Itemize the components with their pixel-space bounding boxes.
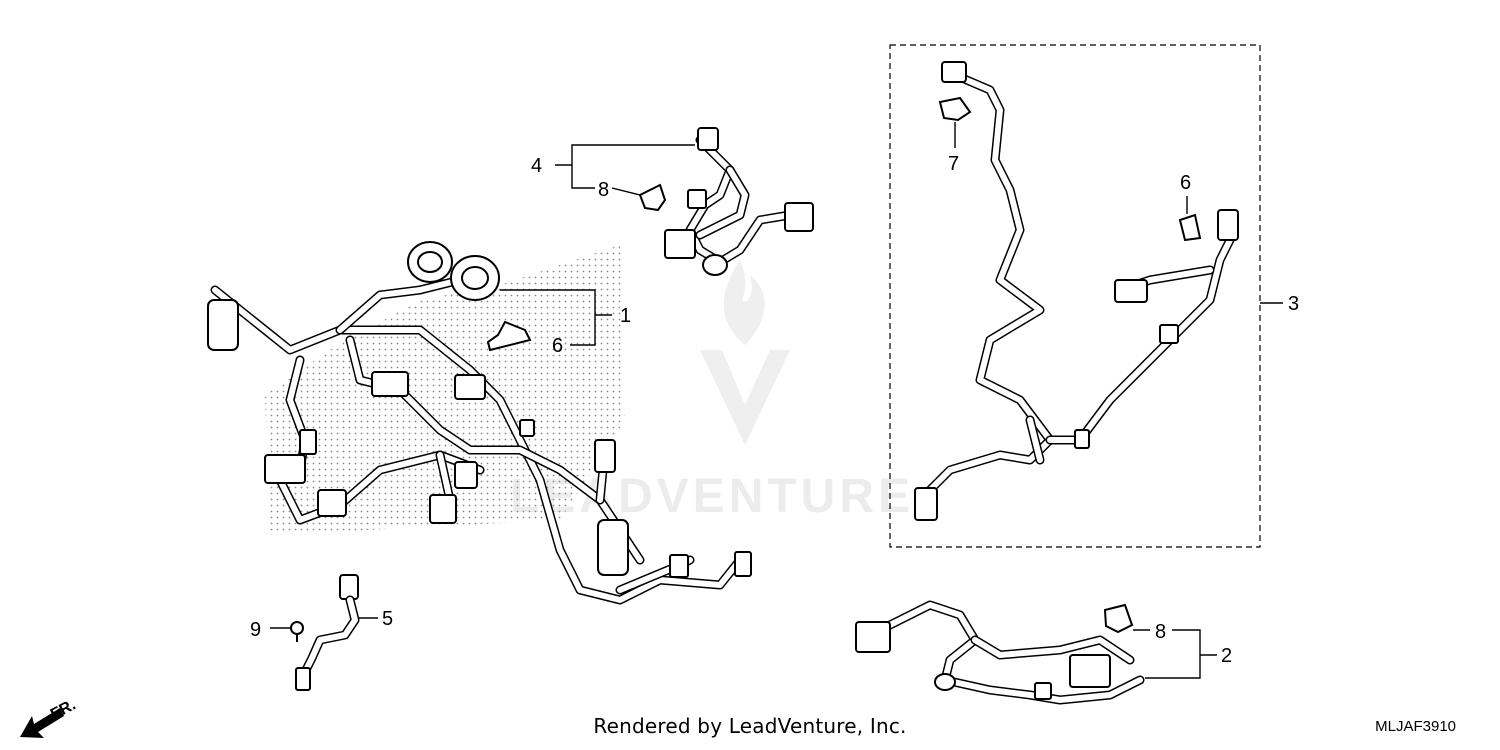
callout-1: 1 bbox=[620, 305, 631, 327]
callout-2: 2 bbox=[1221, 645, 1232, 667]
leader-lines bbox=[270, 122, 1283, 679]
callout-7: 7 bbox=[948, 153, 959, 175]
clip-7 bbox=[938, 96, 972, 122]
sub-harness-4 bbox=[664, 127, 814, 276]
clip-6-left bbox=[486, 320, 532, 352]
rendered-by-footer: Rendered by LeadVenture, Inc. bbox=[593, 714, 907, 738]
callout-9: 9 bbox=[250, 619, 261, 641]
callout-4: 4 bbox=[531, 155, 542, 177]
callout-8-upper: 8 bbox=[598, 179, 609, 201]
bolt-9 bbox=[290, 621, 304, 642]
callout-6-right: 6 bbox=[1180, 172, 1191, 194]
callout-3: 3 bbox=[1288, 293, 1299, 315]
callout-6-left: 6 bbox=[552, 335, 563, 357]
clip-6-right bbox=[1178, 213, 1202, 242]
diagram-code: MLJAF3910 bbox=[1375, 718, 1456, 735]
main-wire-harness bbox=[207, 241, 752, 605]
harness-box-3 bbox=[889, 44, 1261, 548]
harness-2 bbox=[855, 600, 1145, 705]
sensor-5 bbox=[295, 574, 360, 691]
callout-5: 5 bbox=[382, 608, 393, 630]
callout-8-lower: 8 bbox=[1155, 621, 1166, 643]
clip-8-upper bbox=[638, 183, 667, 212]
clip-8-lower bbox=[1103, 603, 1134, 634]
